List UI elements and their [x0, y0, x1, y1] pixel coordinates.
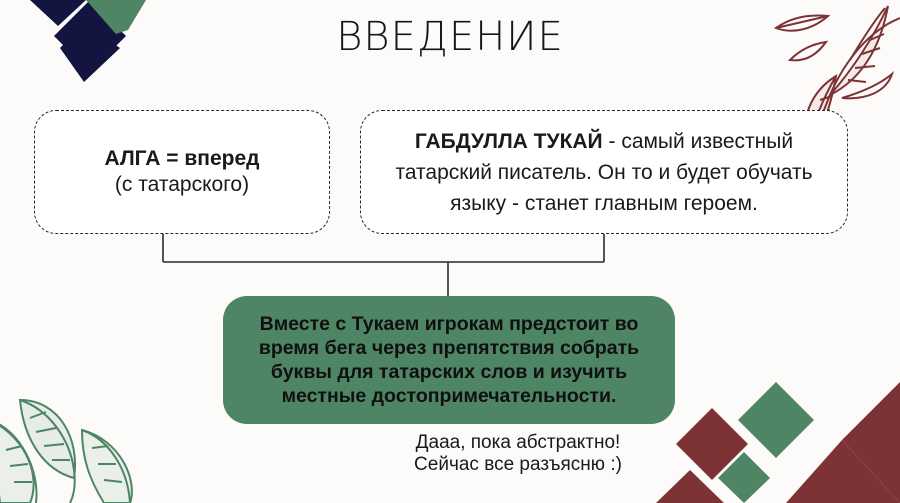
footnote-line-1: Дааа, пока абстрактно! [415, 432, 621, 453]
hero-box: ГАБДУЛЛА ТУКАЙ - самый известный татарск… [360, 110, 848, 234]
page-title: ВВЕДЕНИЕ [336, 14, 564, 60]
leaf-branch-bottom-left-icon [0, 398, 133, 503]
connector-lines [162, 234, 605, 296]
definition-box: АЛГА = вперед (с татарского) [34, 110, 330, 234]
footnote-line-2: Сейчас все разъясню :) [414, 454, 622, 475]
diamond-pattern-top-left-icon [30, 0, 146, 82]
hero-name: ГАБДУЛЛА ТУКАЙ [414, 129, 603, 153]
gameplay-text: Вместе с Тукаем игрокам предстоит во вре… [258, 313, 640, 407]
footnote: Дааа, пока абстрактно! Сейчас все разъяс… [368, 432, 668, 476]
hero-description: ГАБДУЛЛА ТУКАЙ - самый известный татарск… [375, 126, 833, 219]
definition-term: АЛГА = вперед [104, 147, 260, 170]
definition-subtitle: (с татарского) [114, 173, 250, 196]
hero-text: - самый известный татарский писатель. Он… [395, 129, 813, 215]
gameplay-box: Вместе с Тукаем игрокам предстоит во вре… [223, 296, 675, 424]
diamond-pattern-bottom-right-icon [656, 382, 900, 503]
